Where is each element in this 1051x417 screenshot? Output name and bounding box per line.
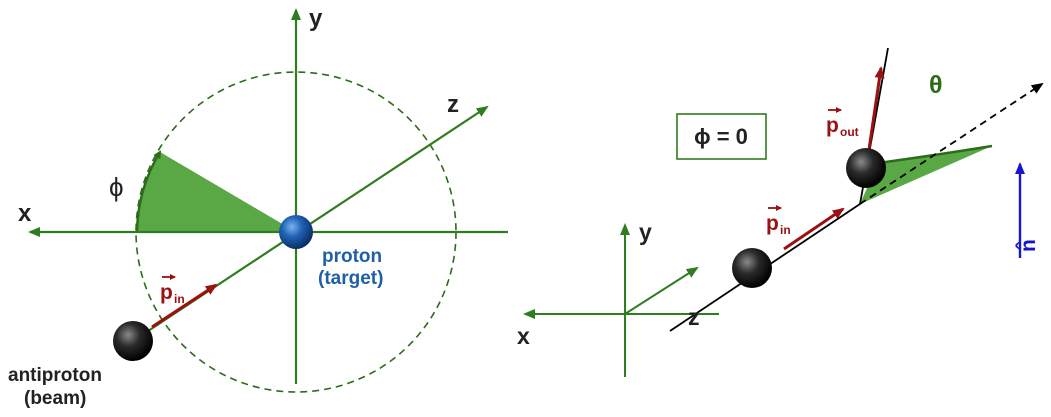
phi-wedge (137, 152, 296, 232)
antiproton-beam (113, 321, 153, 361)
y-axis-label: y (309, 5, 323, 32)
antiproton-label: antiproton (8, 365, 102, 386)
p-in-label: p in (160, 274, 185, 306)
small-z-axis (624, 266, 699, 315)
right-diagram: ϕ = 0 θ p out p in (517, 47, 1044, 377)
proton-label: proton (322, 246, 382, 267)
beam-continuation (859, 82, 1044, 205)
particle-incoming (732, 248, 772, 288)
normal-label: n̂ (1015, 239, 1040, 252)
target-label: (target) (318, 268, 383, 289)
left-diagram: x y z ϕ p in proton (target) antiproton … (8, 5, 508, 409)
p-out-main: p (826, 114, 839, 137)
phi-arc (135, 150, 162, 233)
p-in-arrow (151, 283, 218, 329)
z-axis-label: z (447, 91, 459, 118)
p-in-sub: in (174, 292, 185, 306)
small-x-label: x (517, 323, 530, 349)
phi-zero-text: ϕ = 0 (694, 124, 748, 149)
proton-target (279, 215, 313, 249)
p-in-main: p (160, 281, 173, 304)
beam-label: (beam) (24, 388, 86, 409)
p-in-arrow-right (783, 207, 845, 251)
phi-label: ϕ (109, 172, 124, 202)
theta-wedge (860, 146, 992, 204)
p-in-main-right: p (766, 212, 779, 235)
small-y-label: y (639, 219, 652, 245)
p-in-label-right: p in (766, 205, 791, 237)
theta-label: θ (929, 71, 943, 99)
particle-scattered (846, 148, 886, 188)
p-in-sub-right: in (780, 223, 791, 237)
p-out-sub: out (840, 125, 859, 139)
p-out-label: p out (826, 107, 859, 139)
phi-zero-box (676, 113, 767, 160)
x-axis-label: x (18, 200, 32, 227)
small-z-label: z (688, 304, 700, 330)
